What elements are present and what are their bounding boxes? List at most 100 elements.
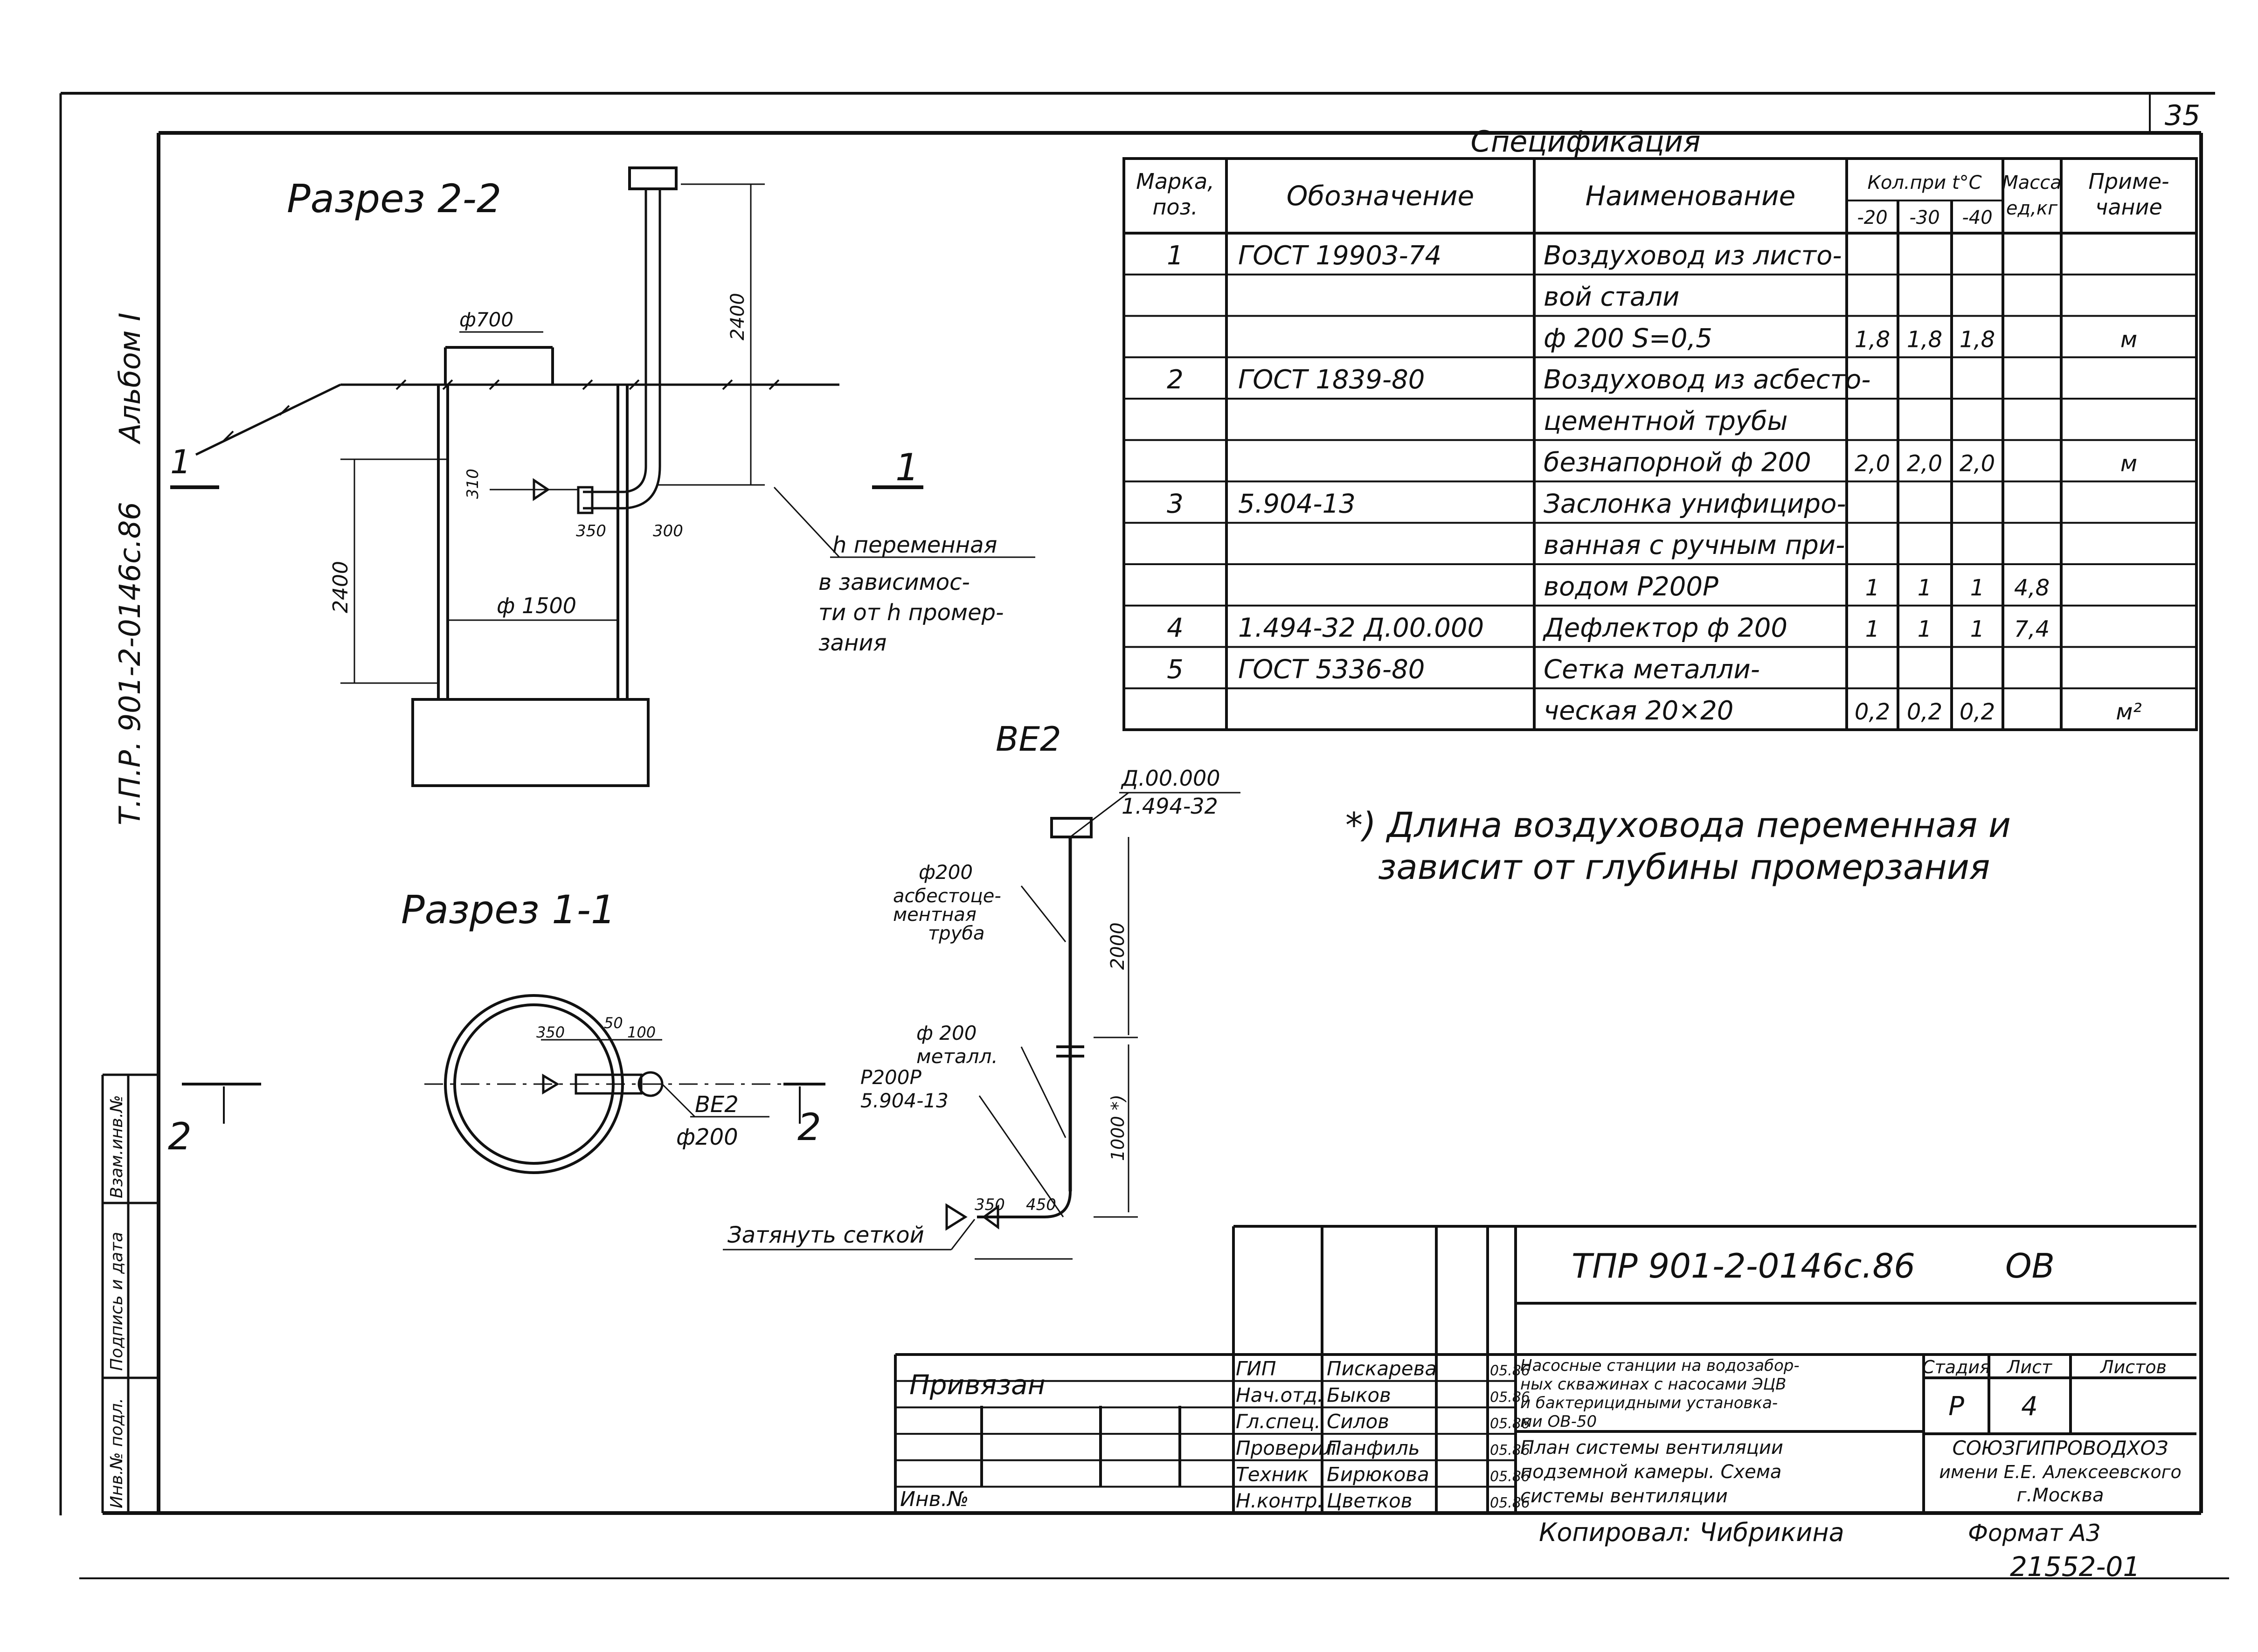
be2-met-label: ф 200	[916, 1022, 977, 1044]
spec-header-mark: Марка,	[1136, 169, 1214, 194]
spec-cell: 7,4	[2014, 616, 2050, 643]
spec-cell: Воздуховод из асбесто-	[1544, 365, 1870, 395]
spec-cell: безнапорной ф 200	[1544, 448, 1811, 478]
be2-valve-label: Р200Р	[860, 1066, 921, 1089]
format-label: Формат А3	[1968, 1520, 2101, 1547]
footnote-line: *) Длина воздуховода переменная и	[1345, 805, 2011, 845]
title-org: имени Е.Е. Алексеевского	[1939, 1462, 2182, 1482]
spec-cell: Сетка металли-	[1544, 654, 1760, 684]
spec-cell: 2,0	[1960, 451, 1995, 477]
title-person: Силов	[1327, 1410, 1389, 1433]
title-project: ных скважинах с насосами ЭЦВ	[1520, 1375, 1786, 1394]
section-11-mark-right: 2	[797, 1106, 821, 1149]
section-11-drawing	[182, 994, 825, 1174]
spec-header-mass: ед,кг	[2006, 198, 2058, 219]
spec-cell: 1,8	[1960, 326, 1995, 353]
title-org: г.Москва	[2017, 1485, 2104, 1506]
section-11-mark-left: 2	[168, 1115, 192, 1158]
section-11-label-be: ВЕ2	[695, 1092, 739, 1118]
section-22-note-h: h переменная	[832, 532, 997, 558]
spec-cell: м	[2120, 326, 2137, 353]
section-22-title: Разрез 2-2	[287, 176, 501, 221]
title-role: Н.контр.	[1236, 1489, 1323, 1512]
spec-cell: ГОСТ 1839-80	[1238, 365, 1425, 395]
be2-asb-label: ментная	[893, 904, 977, 926]
copied-by: Копировал: Чибрикина	[1539, 1518, 1844, 1547]
section-22-note-line: зания	[818, 630, 887, 656]
spec-header-t1: -20	[1857, 207, 1887, 228]
side-stamp-sign: Подпись и дата	[107, 1232, 126, 1371]
spec-cell: ванная с ручным при-	[1544, 530, 1845, 560]
title-sheet-label: Лист	[2006, 1357, 2053, 1377]
section-22-mark-left: 1	[170, 443, 191, 481]
spec-cell: ческая 20×20	[1544, 696, 1733, 726]
title-doc-code: ТПР 901-2-0146с.86	[1572, 1246, 1915, 1286]
spec-cell: 2,0	[1907, 451, 1942, 477]
section-11-dim-50: 50	[604, 1014, 623, 1032]
spec-grid	[1122, 157, 2198, 731]
section-22-dim-310: 310	[464, 469, 482, 499]
title-role: Техник	[1236, 1463, 1309, 1486]
spec-cell: ГОСТ 5336-80	[1238, 654, 1425, 684]
section-22-dim-300: 300	[653, 522, 683, 540]
be2-dim-450: 450	[1026, 1196, 1056, 1214]
spec-cell: 1,8	[1855, 326, 1890, 353]
spec-cell: водом Р200Р	[1544, 572, 1718, 602]
spec-cell: м	[2120, 451, 2137, 477]
title-person: Цветков	[1327, 1489, 1412, 1512]
title-role: Гл.спец.	[1236, 1410, 1321, 1433]
section-22-dia-top: ф700	[459, 308, 513, 331]
spec-header-t2: -30	[1909, 207, 1939, 228]
side-album: Альбом I	[113, 312, 147, 445]
be2-dim-350: 350	[975, 1196, 1005, 1214]
be2-asb-label: асбестоце-	[893, 885, 1001, 907]
footnote-line: зависит от глубины промерзания	[1378, 847, 1990, 887]
section-11-dim-350: 350	[536, 1023, 565, 1041]
title-inv-no: Инв.№	[900, 1487, 969, 1511]
spec-header-t3: -40	[1962, 207, 1992, 228]
spec-header-name: Наименование	[1586, 180, 1796, 212]
spec-cell: м²	[2116, 699, 2141, 725]
spec-cell: 3	[1167, 489, 1184, 519]
section-11-title: Разрез 1-1	[401, 887, 616, 933]
side-stamp-inv: Инв.№ подл.	[107, 1398, 126, 1508]
spec-cell: 2,0	[1855, 451, 1890, 477]
title-date: 05.86	[1490, 1416, 1530, 1432]
spec-cell: ф 200 S=0,5	[1544, 323, 1712, 353]
spec-header-note: Приме-	[2088, 169, 2169, 194]
order-number: 21552-01	[2010, 1551, 2140, 1583]
be2-drawing	[723, 792, 1240, 1260]
section-22-note-line: ти от h промер-	[818, 600, 1004, 626]
spec-cell: 1	[1970, 616, 1985, 643]
title-sheet: 4	[2021, 1391, 2038, 1422]
title-person: Пискарева	[1327, 1357, 1437, 1380]
spec-cell: вой стали	[1544, 282, 1679, 312]
spec-cell: 1,8	[1907, 326, 1942, 353]
spec-header-designation: Обозначение	[1287, 180, 1474, 212]
spec-cell: ГОСТ 19903-74	[1238, 241, 1441, 271]
title-doc-mark: ОВ	[2005, 1246, 2055, 1286]
title-date: 05.86	[1490, 1363, 1530, 1379]
spec-cell: 0,2	[1960, 699, 1995, 725]
title-person: Быков	[1327, 1383, 1391, 1406]
spec-cell: цементной трубы	[1544, 406, 1788, 436]
spec-header-mass: Масса	[2002, 172, 2062, 194]
title-privyazan: Привязан	[909, 1369, 1046, 1401]
section-22-note-line: в зависимос-	[818, 569, 970, 595]
spec-header-qty: Кол.при t°C	[1867, 172, 1981, 194]
spec-cell: 1	[1865, 575, 1880, 601]
title-drawing: системы вентиляции	[1520, 1486, 1728, 1507]
be2-mesh-label: Затянуть сеткой	[727, 1222, 924, 1248]
title-person: Панфиль	[1327, 1437, 1420, 1459]
title-person: Бирюкова	[1327, 1463, 1429, 1486]
be2-title: ВЕ2	[996, 719, 1061, 759]
section-22-dim-350: 350	[576, 522, 606, 540]
spec-cell: 4,8	[2014, 575, 2050, 601]
title-project: и бактерицидными установка-	[1520, 1394, 1778, 1412]
title-org: СОЮЗГИПРОВОДХОЗ	[1953, 1437, 2168, 1459]
spec-cell: 1.494-32 Д.00.000	[1238, 613, 1484, 643]
spec-cell: 5	[1167, 654, 1184, 684]
title-date: 05.86	[1490, 1442, 1530, 1458]
